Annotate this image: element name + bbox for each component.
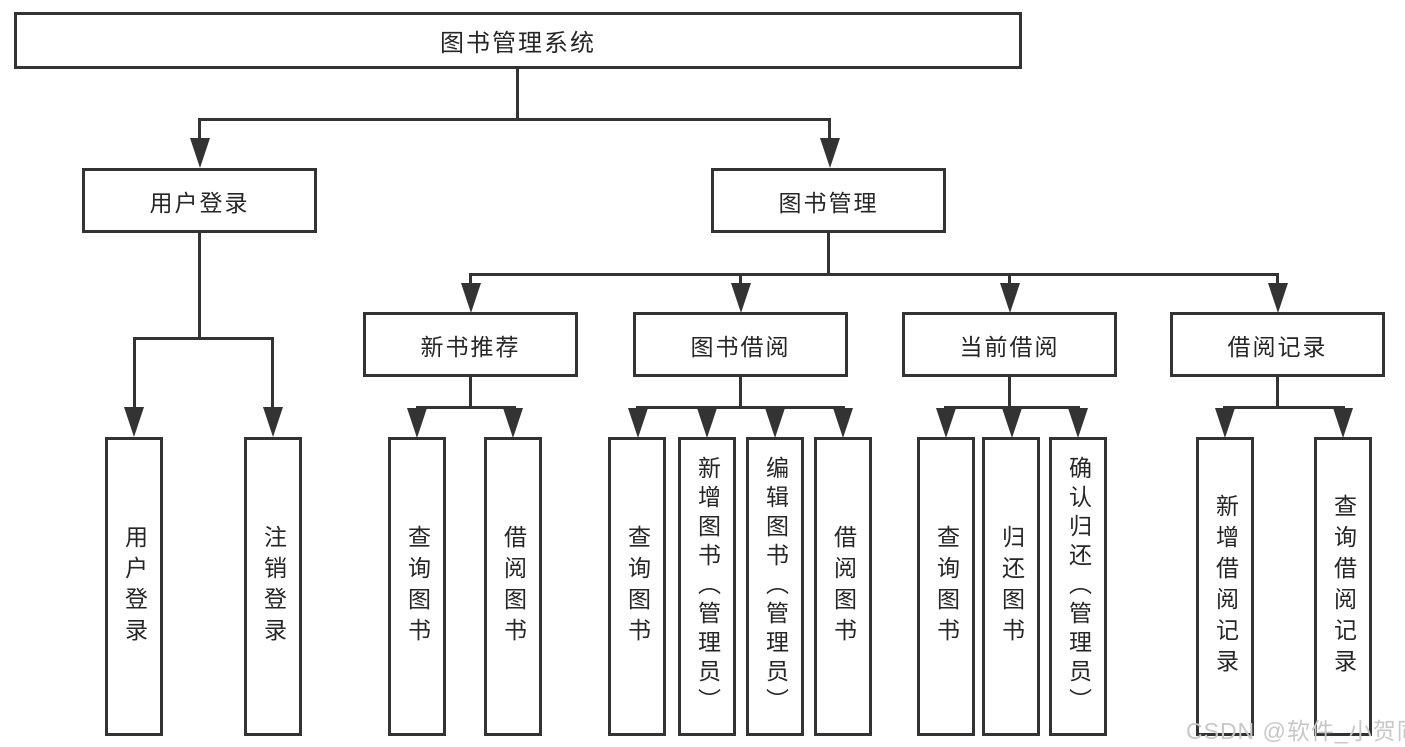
- node-new-book-recommend: 新书推荐: [363, 312, 578, 377]
- connector-stub-recommend: [469, 276, 472, 286]
- connector-current-drop: [1008, 377, 1011, 406]
- connector-stub-current: [1008, 276, 1011, 286]
- connector-stub-book-management: [828, 121, 831, 140]
- arrowhead-down-icon: [1068, 408, 1088, 438]
- arrowhead-down-icon: [190, 138, 210, 168]
- connector-recommend-split: [416, 406, 516, 409]
- node-return-books: 归还图书: [982, 437, 1040, 736]
- connector-management-split: [469, 273, 1279, 276]
- connector-stub-records: [1276, 276, 1279, 286]
- connector-borrow-split: [636, 406, 845, 409]
- arrowhead-down-icon: [1000, 283, 1020, 313]
- node-book-borrow: 图书借阅: [633, 312, 848, 377]
- node-library-system-root: 图书管理系统: [14, 12, 1022, 69]
- arrowhead-down-icon: [833, 408, 853, 438]
- node-query-books-borrow: 查询图书: [608, 437, 666, 736]
- node-add-books-admin: 新增图书（管理员）: [678, 437, 736, 736]
- node-user-login-action: 用户登录: [105, 437, 163, 736]
- arrowhead-down-icon: [1268, 283, 1288, 313]
- connector-stub-login-action: [133, 340, 136, 408]
- node-borrow-records: 借阅记录: [1170, 312, 1385, 377]
- arrowhead-down-icon: [1215, 408, 1235, 438]
- node-borrow-books-borrow: 借阅图书: [814, 437, 872, 736]
- node-book-management: 图书管理: [711, 168, 946, 233]
- arrowhead-down-icon: [503, 408, 523, 438]
- node-current-borrow: 当前借阅: [902, 312, 1117, 377]
- arrowhead-down-icon: [765, 408, 785, 438]
- connector-records-drop: [1276, 377, 1279, 406]
- connector-stub-logout: [271, 340, 274, 408]
- arrowhead-down-icon: [407, 408, 427, 438]
- connector-login-drop: [198, 233, 201, 337]
- arrowhead-down-icon: [628, 408, 648, 438]
- connector-login-split: [133, 337, 274, 340]
- node-user-login: 用户登录: [82, 168, 317, 233]
- connector-recommend-drop: [469, 377, 472, 406]
- node-query-borrow-record: 查询借阅记录: [1314, 437, 1372, 736]
- connector-root-split: [198, 118, 831, 121]
- arrowhead-down-icon: [263, 407, 283, 437]
- arrowhead-down-icon: [936, 408, 956, 438]
- arrowhead-down-icon: [461, 283, 481, 313]
- connector-borrow-drop: [739, 377, 742, 406]
- connector-stub-user-login: [198, 121, 201, 140]
- csdn-watermark: CSDN @软件_小贺同学: [1186, 718, 1405, 744]
- arrowhead-down-icon: [124, 407, 144, 437]
- node-add-borrow-record: 新增借阅记录: [1196, 437, 1254, 736]
- connector-management-drop: [827, 233, 830, 273]
- node-edit-books-admin: 编辑图书（管理员）: [746, 437, 804, 736]
- node-query-books-recommend: 查询图书: [388, 437, 446, 736]
- connector-stub-borrow: [739, 276, 742, 286]
- arrowhead-down-icon: [1333, 408, 1353, 438]
- node-logout: 注销登录: [244, 437, 302, 736]
- arrowhead-down-icon: [1002, 408, 1022, 438]
- arrowhead-down-icon: [697, 408, 717, 438]
- node-confirm-return-admin: 确认归还（管理员）: [1049, 437, 1107, 736]
- connector-records-split: [1223, 406, 1345, 409]
- node-borrow-books-recommend: 借阅图书: [484, 437, 542, 736]
- connector-root-drop: [516, 69, 519, 118]
- arrowhead-down-icon: [731, 283, 751, 313]
- arrowhead-down-icon: [820, 138, 840, 168]
- node-query-books-current: 查询图书: [917, 437, 975, 736]
- connector-current-split: [944, 406, 1080, 409]
